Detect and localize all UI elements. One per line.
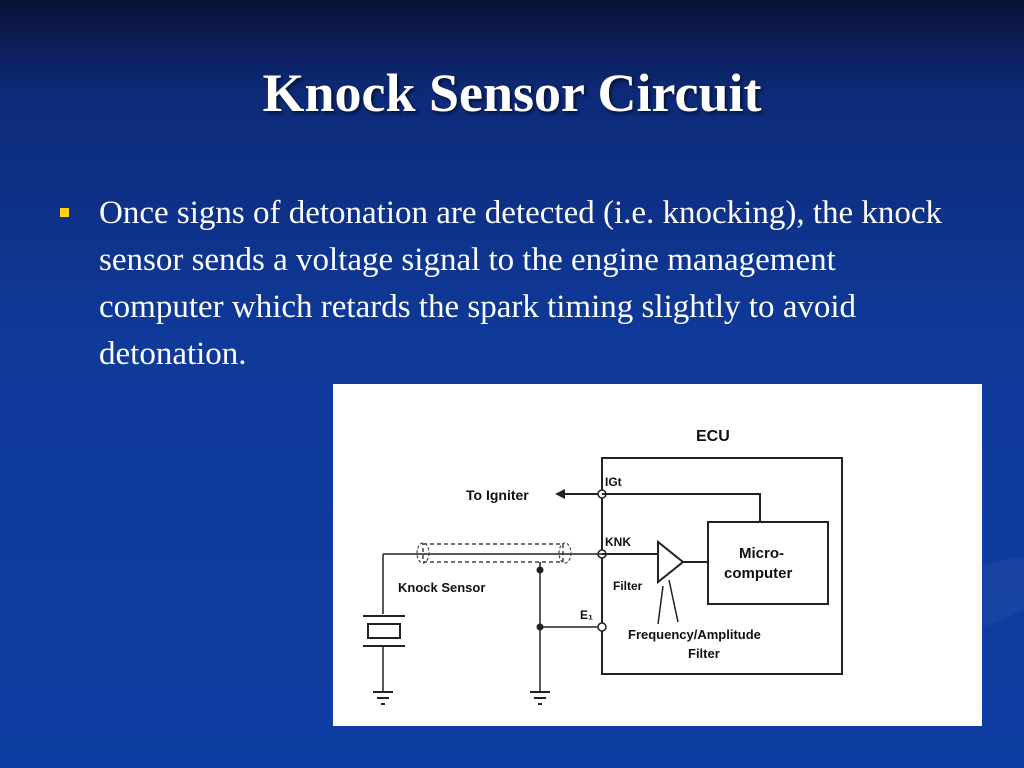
bullet-square-icon [60,208,69,217]
igt-label: IGt [605,475,622,489]
ecu-label: ECU [696,428,730,445]
knock-sensor-label: Knock Sensor [398,580,485,595]
microcomputer-box [707,521,829,605]
igt-internal-wire [602,493,761,522]
filter-pointer [657,585,664,625]
knock-sensor-element [367,623,401,639]
amp-pointer [668,579,679,623]
cable-end-left [416,542,430,564]
filter-label: Filter [613,579,643,593]
cable-end-right [558,542,572,564]
bullet-item: Once signs of detonation are detected (i… [60,190,960,378]
e1-label: E₁ [580,608,593,622]
microcomputer-label-1: Micro- [739,545,784,562]
freq-filter-label-2: Filter [688,646,720,661]
freq-filter-label-1: Frequency/Amplitude [628,627,761,642]
knk-label: KNK [605,535,631,549]
shielded-cable [422,543,564,563]
filter-amplifier-icon [657,539,685,585]
ecu-box [601,457,843,675]
knock-sensor-circuit-diagram: ECU Micro- computer To Igniter IGt KNK F… [333,384,982,726]
e1-terminal [597,622,607,632]
circuit-svg: ECU Micro- computer To Igniter IGt KNK F… [363,428,843,705]
bullet-text: Once signs of detonation are detected (i… [99,195,943,372]
microcomputer-label-2: computer [724,565,793,582]
igniter-arrow-icon [555,489,565,499]
to-igniter-label: To Igniter [466,487,529,503]
slide-title: Knock Sensor Circuit [262,63,762,123]
